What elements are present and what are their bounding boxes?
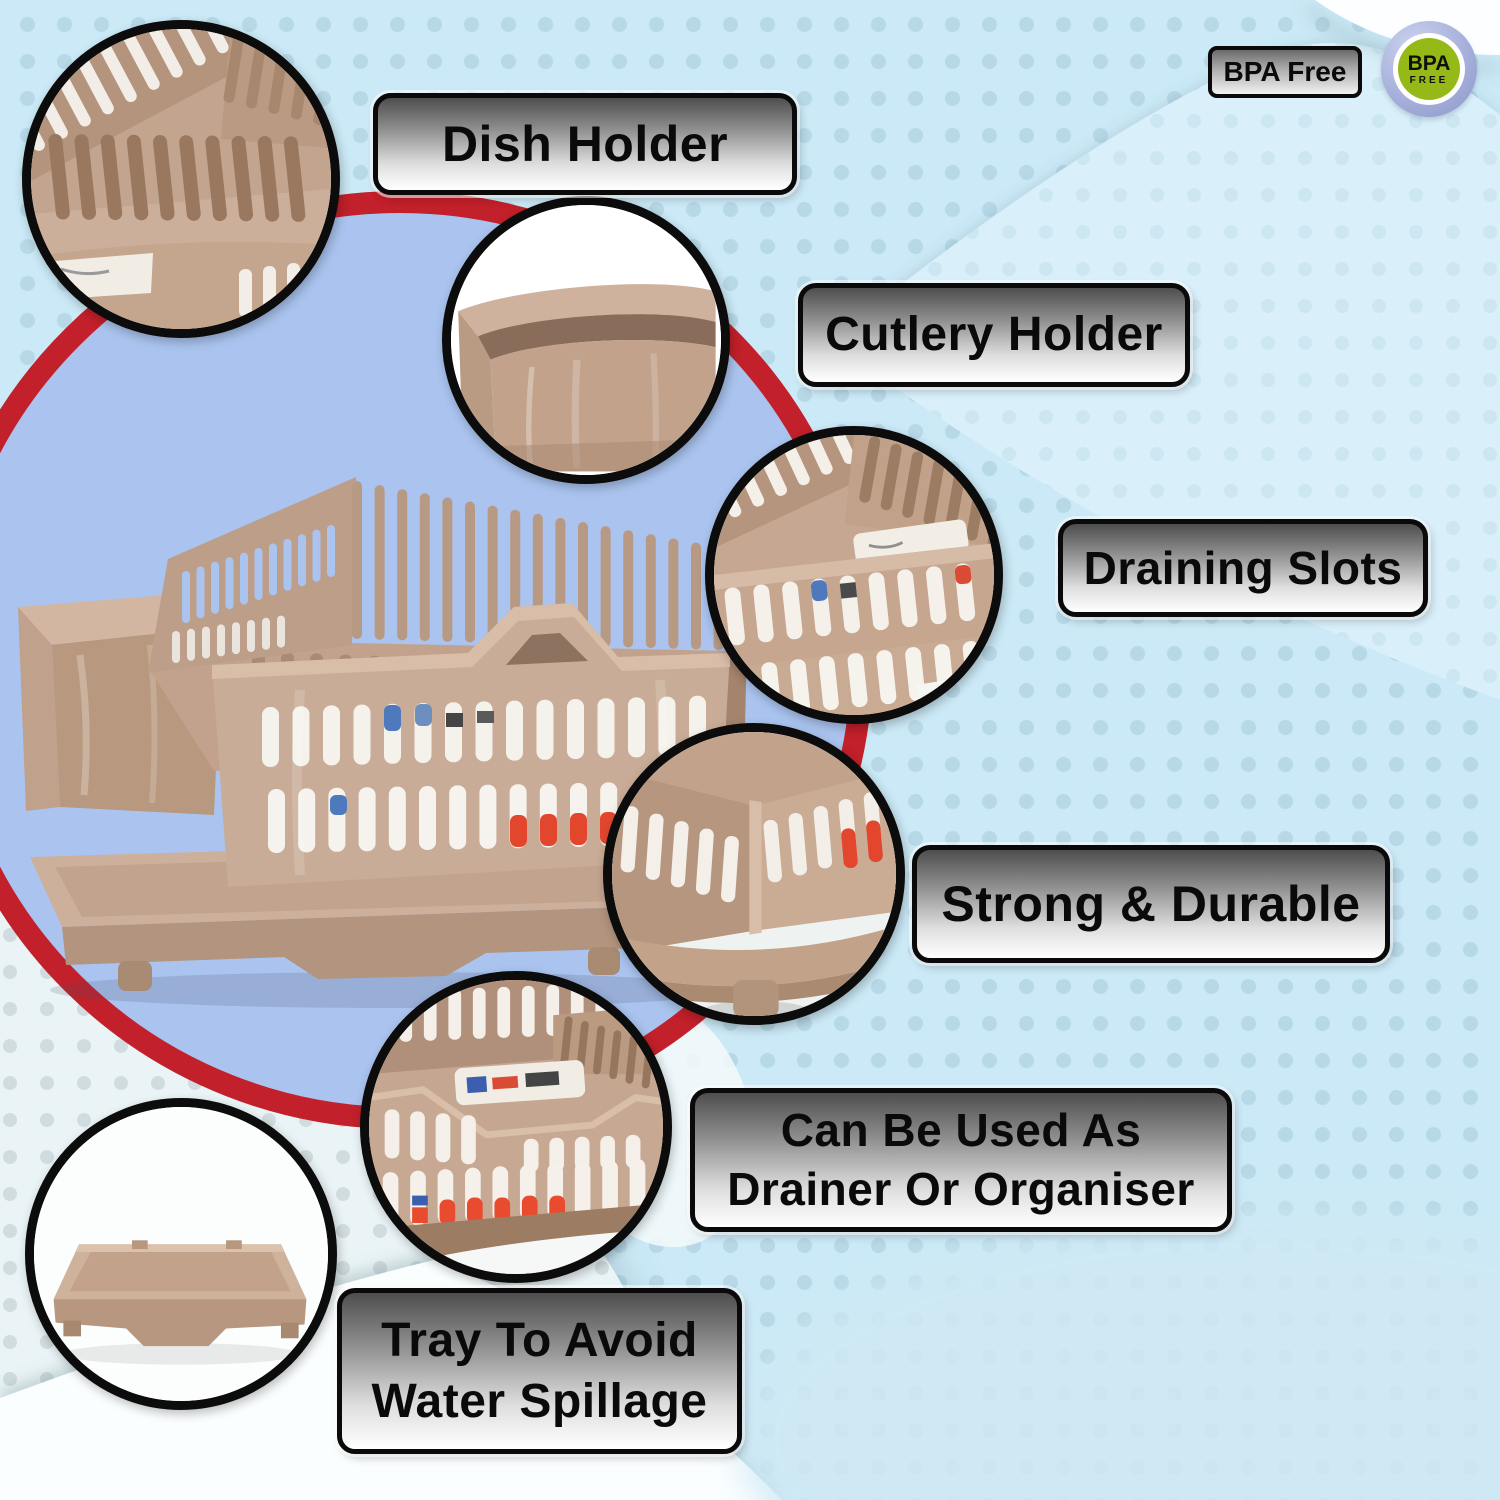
seal-text-free: FREE [1409, 74, 1449, 86]
front-slots-row1 [262, 695, 706, 767]
dish-holder-closeup [31, 29, 331, 329]
draining-slots-closeup [714, 435, 994, 715]
feature-label-text: Cutlery Holder [825, 308, 1163, 362]
strong-durable-photo-circle [603, 723, 905, 1025]
seal-text-bpa: BPA [1407, 51, 1451, 75]
feature-label-cutlery-holder: Cutlery Holder [798, 283, 1190, 387]
basket-front-closeup [369, 980, 663, 1274]
dish-holder-photo-circle [22, 20, 340, 338]
bpa-free-seal: BPA FREE [1381, 21, 1477, 117]
feature-label-draining-slots: Draining Slots [1058, 519, 1428, 617]
feature-label-text-line1: Can Be Used As [780, 1104, 1142, 1157]
back-left-wall [148, 477, 356, 673]
handle-opening [506, 633, 588, 665]
tray-foot [118, 961, 152, 991]
feature-label-text: Strong & Durable [941, 876, 1361, 932]
corner-foot-closeup [612, 732, 896, 1016]
back-left-slots-low [172, 615, 285, 663]
draining-slots-photo-circle [705, 426, 1003, 724]
feature-label-strong-durable: Strong & Durable [912, 845, 1390, 963]
feature-label-dish-holder: Dish Holder [373, 93, 797, 195]
tray-foot [588, 947, 620, 975]
bpa-free-label-text: BPA Free [1223, 56, 1347, 87]
cutlery-holder-photo-circle [442, 196, 730, 484]
feature-label-text: Dish Holder [441, 116, 729, 172]
feature-label-drainer-organiser: Can Be Used As Drainer Or Organiser [690, 1088, 1232, 1232]
bpa-free-label: BPA Free [1208, 46, 1362, 98]
spill-tray-photo-circle [25, 1098, 337, 1410]
drainer-organiser-photo-circle [360, 971, 672, 1283]
tray-closeup [34, 1107, 328, 1401]
feature-label-text-line2: Water Spillage [371, 1375, 708, 1428]
back-left-slots [182, 525, 335, 623]
bpa-free-seal-green-circle: BPA FREE [1398, 38, 1460, 100]
feature-label-spill-tray: Tray To Avoid Water Spillage [337, 1288, 742, 1454]
feature-label-text-line2: Drainer Or Organiser [727, 1163, 1195, 1215]
feature-label-text: Draining Slots [1083, 541, 1403, 594]
tray-front-notch [62, 903, 742, 979]
feature-label-text-line1: Tray To Avoid [381, 1313, 698, 1367]
cutlery-holder-closeup [451, 205, 721, 475]
bpa-free-seal-white-ring: BPA FREE [1393, 33, 1465, 105]
